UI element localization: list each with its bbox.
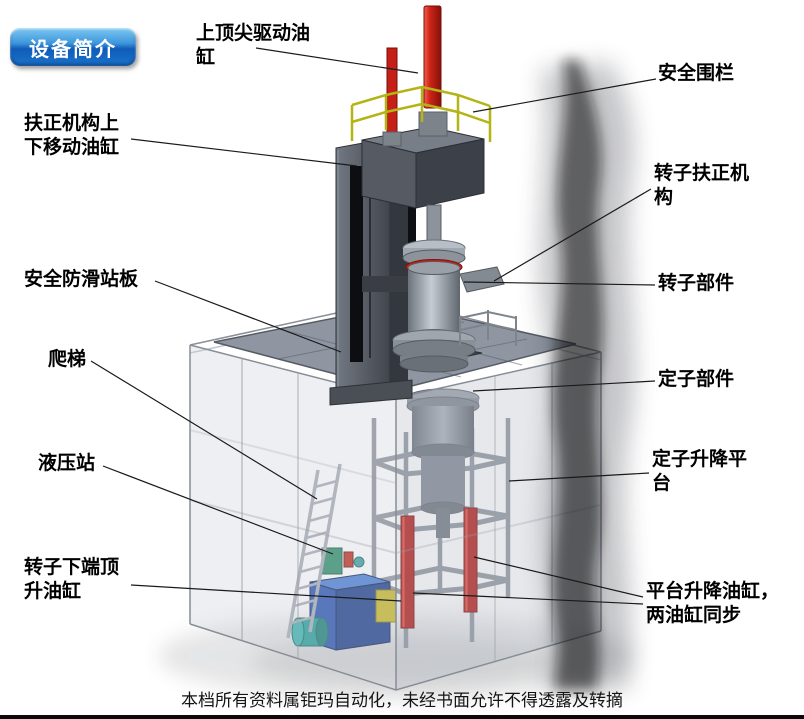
- label-top-center-drive-cylinder: 上顶尖驱动油缸: [196, 23, 311, 69]
- stator-assembly: [406, 388, 480, 538]
- bottom-border: [0, 715, 804, 719]
- label-centering-updown-cylinder: 扶正机构上下移动油缸: [24, 113, 120, 159]
- label-platform-lifting-cylinders: 平台升降油缸，两油缸同步: [646, 581, 780, 627]
- platform-side-railing: [459, 310, 517, 346]
- shadow-smoke: [539, 60, 635, 690]
- access-ladder: [286, 463, 342, 639]
- label-hydraulic-station: 液压站: [38, 453, 96, 474]
- press-column: [329, 137, 416, 406]
- top-drive-cylinder: [382, 5, 448, 147]
- footer-note: 本档所有资料属钜玛自动化，未经书面允许不得透露及转摘: [181, 691, 623, 710]
- label-ladder: 爬梯: [48, 349, 87, 370]
- safety-fence-railing: [350, 85, 492, 142]
- label-anti-slip-platform: 安全防滑站板: [24, 269, 139, 290]
- title-badge-label: 设备简介: [29, 38, 117, 61]
- platform-lift-cylinders: [400, 507, 478, 629]
- head-box: [361, 126, 485, 209]
- label-safety-fence: 安全围栏: [658, 63, 735, 84]
- label-stator-lifting-platform: 定子升降平台: [652, 449, 748, 495]
- label-rotor-bottom-jacking-cylinder: 转子下端顶升油缸: [24, 557, 120, 603]
- label-rotor-centering-mechanism: 转子扶正机构: [654, 163, 750, 209]
- label-stator-component: 定子部件: [658, 369, 735, 390]
- leader-lines: [90, 47, 657, 605]
- label-rotor-component: 转子部件: [658, 273, 735, 294]
- title-badge: 设备简介: [10, 28, 136, 66]
- rotor-assembly: [362, 204, 505, 373]
